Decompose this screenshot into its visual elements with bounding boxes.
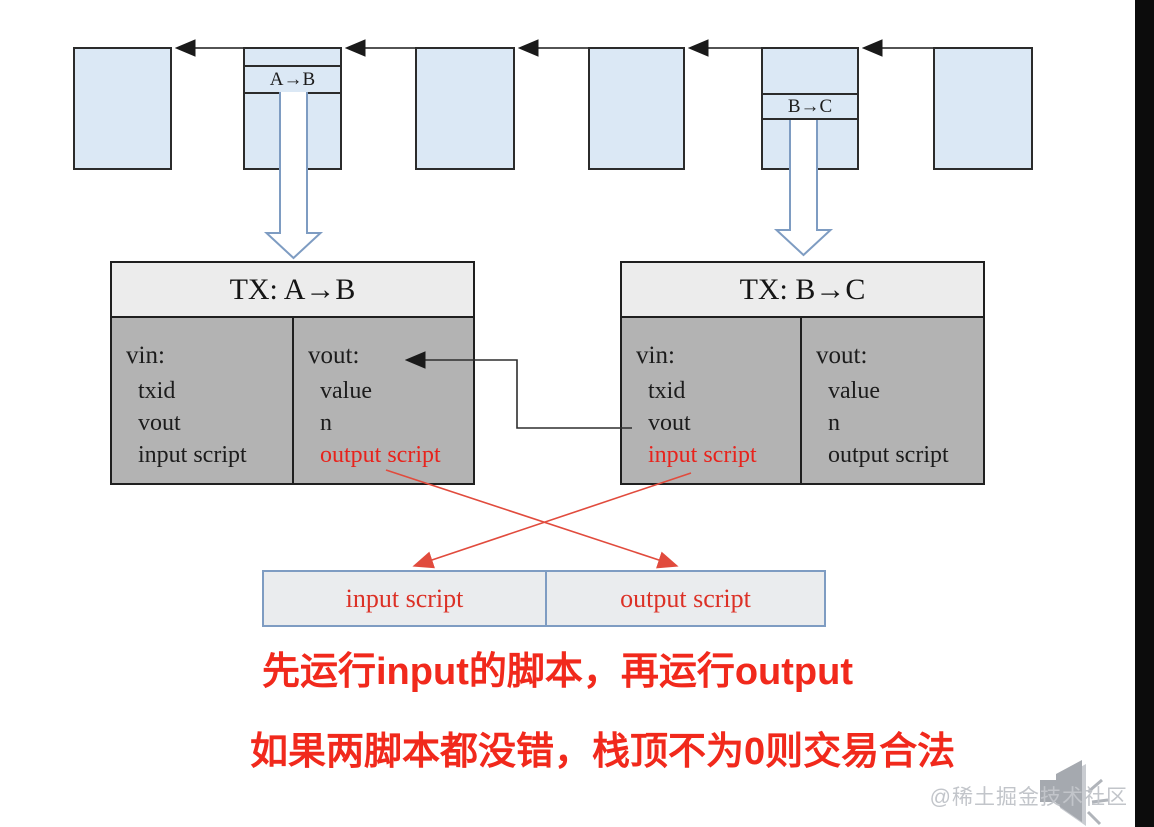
vout-item-n: n: [320, 410, 332, 436]
vin-item-txid: txid: [648, 378, 686, 404]
script-box-output-cell: output script: [620, 584, 751, 613]
watermark-text: @稀土掘金技术社区: [929, 786, 1128, 809]
tx-ab-title: TX: A→B: [112, 263, 473, 318]
vout-item-n: n: [828, 410, 840, 436]
tx-ab-vout-column: vout: value n output script: [294, 318, 473, 483]
tx-ab-body: vin: txid vout input script vout: value …: [112, 318, 473, 483]
tx-ab-vin-column: vin: txid vout input script: [112, 318, 294, 483]
chain-block-ab-header: [245, 49, 340, 67]
chain-block-ab: A→B: [243, 47, 342, 170]
tx-ab-box: TX: A→B vin: txid vout input script vout…: [110, 261, 475, 485]
vout-item-value: value: [828, 378, 880, 404]
vout-item-output-script: output script: [320, 442, 441, 468]
vout-label: vout:: [816, 342, 868, 369]
chain-block-4: [588, 47, 685, 170]
vin-item-vout: vout: [138, 410, 181, 436]
letterbox-right-bar: [1135, 0, 1154, 827]
chain-block-3: [415, 47, 515, 170]
tx-bc-vin-column: vin: txid vout input script: [622, 318, 802, 483]
vout-item-output-script: output script: [828, 442, 949, 468]
tx-bc-body: vin: txid vout input script vout: value …: [622, 318, 983, 483]
chain-block-bc-header: [763, 49, 857, 95]
input-script-red-line: [412, 472, 692, 569]
vout-label: vout:: [308, 342, 360, 369]
script-box: input script output script: [262, 570, 826, 627]
chain-block-ab-label: A→B: [245, 67, 340, 94]
caption-line-2: 如果两脚本都没错，栈顶不为0则交易合法: [250, 731, 956, 773]
tx-bc-vout-column: vout: value n output script: [802, 318, 983, 483]
vout-item-value: value: [320, 378, 372, 404]
vin-label: vin:: [126, 342, 165, 369]
tx-bc-title: TX: B→C: [622, 263, 983, 318]
vin-item-txid: txid: [138, 378, 176, 404]
chain-block-bc: B→C: [761, 47, 859, 170]
caption-line-1: 先运行input的脚本，再运行output: [262, 651, 854, 693]
vin-item-vout: vout: [648, 410, 691, 436]
chain-block-bc-label: B→C: [763, 95, 857, 120]
vin-item-input-script: input script: [648, 442, 757, 468]
chain-block-6: [933, 47, 1033, 170]
tx-bc-box: TX: B→C vin: txid vout input script vout…: [620, 261, 985, 485]
chain-block-1: [73, 47, 172, 170]
vin-item-input-script: input script: [138, 442, 247, 468]
script-box-input-cell: input script: [264, 572, 547, 625]
vin-label: vin:: [636, 342, 675, 369]
